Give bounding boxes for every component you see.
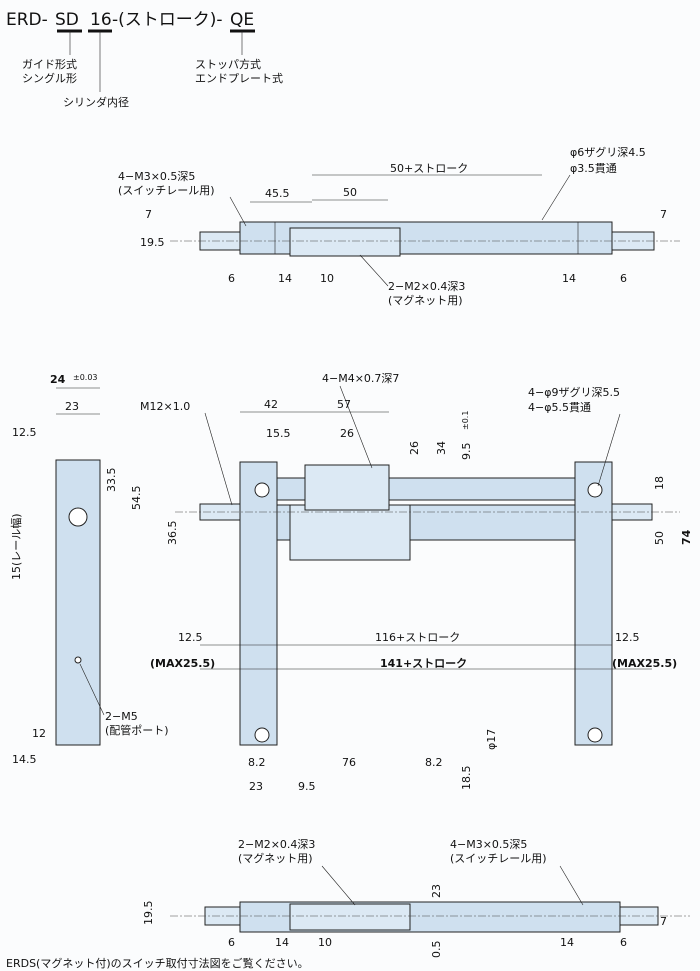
- label: 76: [342, 756, 356, 769]
- label: 23: [65, 400, 79, 413]
- label: 14: [562, 272, 576, 285]
- label: (スイッチレール用): [118, 184, 215, 197]
- label: 4−φ5.5貫通: [528, 401, 591, 414]
- label: 15.5: [266, 427, 291, 440]
- model-code: ERD- SD 16 -(ストローク)- QE ガイド形式 シングル形 シリンダ…: [6, 10, 283, 109]
- label: 14: [278, 272, 292, 285]
- label: 9.5: [298, 780, 316, 793]
- label: (MAX25.5): [150, 657, 215, 670]
- label: 7: [145, 208, 152, 221]
- label: 2−M2×0.4深3: [388, 280, 465, 293]
- label: 12.5: [178, 631, 203, 644]
- label: (配管ポート): [105, 723, 169, 737]
- label: 18.5: [460, 766, 473, 791]
- label: 14: [275, 936, 289, 949]
- label: 7: [660, 915, 667, 928]
- footer-note: ERDS(マグネット付)のスイッチ取付寸法図をご覧ください。: [6, 956, 309, 970]
- label: 2−M2×0.4深3: [238, 838, 315, 851]
- label: 6: [228, 272, 235, 285]
- label: 50+ストローク: [390, 162, 468, 175]
- label: 9.5: [460, 443, 473, 461]
- label: 141+ストローク: [380, 657, 467, 670]
- label: 54.5: [130, 486, 143, 511]
- label: 36.5: [166, 521, 179, 546]
- top-view: 4−M3×0.5深5 (スイッチレール用) 45.5 50 50+ストローク φ…: [118, 145, 680, 307]
- front-view: M12×1.0 4−M4×0.7深7 42 57 15.5 26 26 34 9…: [140, 372, 693, 793]
- label: 19.5: [140, 236, 165, 249]
- label: 4−M3×0.5深5: [450, 838, 527, 851]
- label: 4−M3×0.5深5: [118, 170, 195, 183]
- label: (マグネット用): [388, 293, 463, 307]
- stopper-value: エンドプレート式: [195, 72, 283, 85]
- label: 6: [620, 272, 627, 285]
- label: 10: [318, 936, 332, 949]
- guide-type-label: ガイド形式: [22, 58, 77, 71]
- bore-label: シリンダ内径: [63, 95, 129, 109]
- label: 12.5: [12, 426, 37, 439]
- label: 6: [620, 936, 627, 949]
- label: 6: [228, 936, 235, 949]
- label: M12×1.0: [140, 400, 190, 413]
- label: ±0.03: [73, 373, 98, 382]
- label: φ3.5貫通: [570, 162, 617, 175]
- code-qe: QE: [230, 10, 254, 30]
- code-stroke: -(ストローク)-: [112, 10, 223, 30]
- label: 12.5: [615, 631, 640, 644]
- label: 50: [653, 531, 666, 545]
- label: 23: [249, 780, 263, 793]
- label: 57: [337, 398, 351, 411]
- label: φ17: [485, 729, 498, 750]
- label: 18: [653, 476, 666, 490]
- side-view: 24 ±0.03 23 12.5 33.5 54.5 15(レール幅) 12 1…: [10, 373, 169, 766]
- label: 45.5: [265, 187, 290, 200]
- label: 4−M4×0.7深7: [322, 372, 399, 385]
- label: 23: [430, 884, 443, 898]
- label: 8.2: [248, 756, 266, 769]
- label: 19.5: [142, 901, 155, 926]
- label: 24: [50, 373, 66, 386]
- label: 26: [340, 427, 354, 440]
- label: 42: [264, 398, 278, 411]
- label: φ6ザグリ深4.5: [570, 145, 646, 159]
- label: 8.2: [425, 756, 443, 769]
- label: 14: [560, 936, 574, 949]
- label: 10: [320, 272, 334, 285]
- stopper-label: ストッパ方式: [195, 57, 261, 71]
- label: (マグネット用): [238, 851, 313, 865]
- code-prefix: ERD-: [6, 10, 48, 30]
- label: 74: [680, 529, 693, 545]
- label: 26: [408, 441, 421, 455]
- label: 2−M5: [105, 710, 138, 723]
- label: 34: [435, 441, 448, 455]
- label: 33.5: [105, 468, 118, 493]
- label: 0.5: [430, 941, 443, 959]
- label: 7: [660, 208, 667, 221]
- label: 50: [343, 186, 357, 199]
- label: 116+ストローク: [375, 631, 460, 644]
- label: (スイッチレール用): [450, 852, 547, 865]
- label: 14.5: [12, 753, 37, 766]
- code-bore: 16: [90, 10, 112, 30]
- label: 12: [32, 727, 46, 740]
- label: 15(レール幅): [10, 513, 23, 580]
- label: (MAX25.5): [612, 657, 677, 670]
- label: 4−φ9ザグリ深5.5: [528, 385, 620, 399]
- code-sd: SD: [55, 10, 79, 30]
- bottom-view: 2−M2×0.4深3 (マグネット用) 4−M3×0.5深5 (スイッチレール用…: [142, 838, 690, 958]
- label: ±0.1: [461, 411, 470, 430]
- guide-type-value: シングル形: [22, 71, 77, 85]
